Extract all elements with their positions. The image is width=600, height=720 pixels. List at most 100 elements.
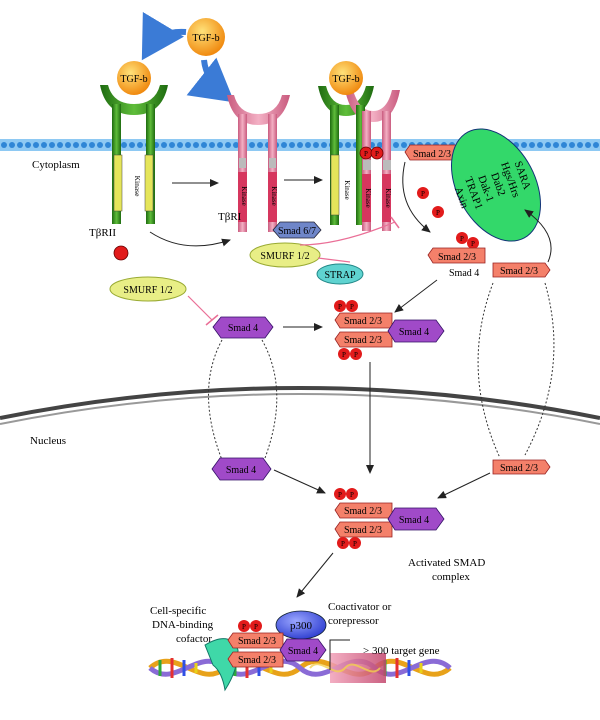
phospho-circle <box>467 237 479 249</box>
smad23-nuclear-arrow <box>437 472 491 499</box>
phospho-label: P <box>338 491 342 499</box>
phospho-label: P <box>342 351 346 359</box>
kinase-label: Kinase <box>384 188 392 207</box>
phospho-label: P <box>242 623 246 631</box>
smad23-phosphorylated <box>427 247 486 264</box>
cytoplasmic-smad-complex: P P Smad 2/3 Smad 2/3 Smad 4 P P <box>334 300 445 360</box>
dna-bound-smad-complex: P P Smad 2/3 Smad 2/3 Smad 4 <box>227 620 327 668</box>
phospho-label: P <box>421 190 425 198</box>
strap-label: STRAP <box>324 270 356 281</box>
kinase-label: Kinase <box>270 186 278 205</box>
dna-binding-cofactor <box>204 638 239 692</box>
kinase-label: Kinase <box>343 180 351 199</box>
smad23-label: Smad 2/3 <box>413 149 451 160</box>
smad23-label: Smad 2/3 <box>344 506 382 517</box>
free-phosphate <box>113 245 129 261</box>
tgf-b-ligand-bound <box>117 61 151 95</box>
nuclear-envelope <box>0 386 600 420</box>
strap-inhibition-line <box>317 257 351 263</box>
tgf-b-label-complex: TGF-b <box>332 74 359 85</box>
phospho-label: P <box>353 540 357 548</box>
smad23-label: Smad 2/3 <box>500 266 538 277</box>
type2-receptor-label: TβRII <box>89 227 116 239</box>
smad4-label: Smad 4 <box>226 465 256 476</box>
smad67-label: Smad 6/7 <box>278 226 316 237</box>
smurf-label: SMURF 1/2 <box>260 251 309 262</box>
smad4-shuttle-left <box>208 339 223 461</box>
activated-label-line1: Activated SMAD <box>408 557 485 569</box>
smad67-protein <box>272 221 322 239</box>
smad4-label: Smad 4 <box>228 323 258 334</box>
tgf-b-label-free: TGF-b <box>192 33 219 44</box>
phospho-label: P <box>364 150 368 158</box>
target-gene-label: > 300 target gene <box>363 645 440 657</box>
dna-double-helix <box>148 653 452 683</box>
phospho-label: P <box>341 540 345 548</box>
ligand-recruit-arrow <box>186 57 235 103</box>
smad4-label: Smad 4 <box>288 646 318 657</box>
strap-protein <box>316 263 364 285</box>
tgf-b-ligand-free <box>187 18 225 56</box>
smad23-recycled <box>492 262 551 278</box>
phospho-label: P <box>350 303 354 311</box>
tgf-b-label-bound: TGF-b <box>120 74 147 85</box>
recycle-to-anchor-arrow <box>524 209 552 263</box>
kinase-label: Kinase <box>364 188 372 207</box>
nuclear-smad-complex: P P Smad 2/3 Smad 2/3 Smad 4 P P <box>334 488 445 549</box>
smad23-label: Smad 2/3 <box>344 335 382 346</box>
tgf-b-ligand-complex <box>329 61 363 95</box>
activated-label-line2: complex <box>432 571 470 583</box>
smad4-cytoplasm <box>212 316 274 339</box>
smad23-label: Smad 2/3 <box>344 525 382 536</box>
smurf-protein-left <box>109 276 187 302</box>
type2-receptor: Kinase <box>100 85 168 224</box>
type1-receptor: Kinase Kinase <box>227 95 290 232</box>
phospho-label: P <box>375 150 379 158</box>
smurf-inhibition-line <box>187 295 213 321</box>
p300-label: p300 <box>290 620 313 632</box>
smurf-label: SMURF 1/2 <box>123 285 172 296</box>
smad-phosphorylation-arrow <box>402 161 431 233</box>
smad4-shuttle-right <box>261 339 278 459</box>
smad23-label: Smad 2/3 <box>500 463 538 474</box>
cofactor-label-line1: Cell-specific <box>150 605 206 617</box>
activated-receptor-complex: Kinase Kinase Kinase <box>318 86 400 231</box>
phospho-label: P <box>471 240 475 248</box>
kinase-label: Kinase <box>240 186 248 205</box>
phospho-label: P <box>350 491 354 499</box>
smad4-label: Smad 4 <box>399 327 429 338</box>
phospho-circle <box>432 206 444 218</box>
cofactor-label-line3: cofactor <box>176 633 212 645</box>
to-dna-arrow <box>296 552 334 598</box>
smad23-label: Smad 2/3 <box>238 636 276 647</box>
phospho-circle <box>370 146 384 160</box>
anchor-proteins-ellipse <box>451 128 541 242</box>
to-complex-arrow <box>394 279 438 313</box>
ligand-binding-arrow <box>141 11 187 61</box>
anchor-proteins-text: SARA Hgs/Hrs Dab2 Dak-1 TRAP1 Axin <box>452 160 533 211</box>
target-gene-bracket <box>329 639 350 670</box>
smad67-inhibition-line <box>299 221 396 246</box>
smad23-shuttle-left <box>477 282 501 459</box>
smad23-label: Smad 2/3 <box>344 316 382 327</box>
phospho-label: P <box>354 351 358 359</box>
smad23-label: Smad 2/3 <box>438 252 476 263</box>
phospho-label: P <box>254 623 258 631</box>
smurf-protein <box>249 242 321 268</box>
smad4-label: Smad 4 <box>399 515 429 526</box>
target-gene-region <box>330 653 386 683</box>
phospho-label: P <box>460 235 464 243</box>
smad23-label: Smad 2/3 <box>238 655 276 666</box>
coactivator-label-line2: corepressor <box>328 615 379 627</box>
nucleus-label: Nucleus <box>30 435 66 447</box>
phospho-label: P <box>338 303 342 311</box>
smad23-shuttle-right <box>524 282 555 456</box>
coactivator-label-line1: Coactivator or <box>328 601 392 613</box>
cytoplasm-label: Cytoplasm <box>32 159 80 171</box>
smad4-floating-label: Smad 4 <box>449 268 479 279</box>
cofactor-label-line2: DNA-binding <box>152 619 214 631</box>
phosphate-arrow <box>149 231 231 247</box>
type1-receptor-label: TβRI <box>218 211 242 223</box>
